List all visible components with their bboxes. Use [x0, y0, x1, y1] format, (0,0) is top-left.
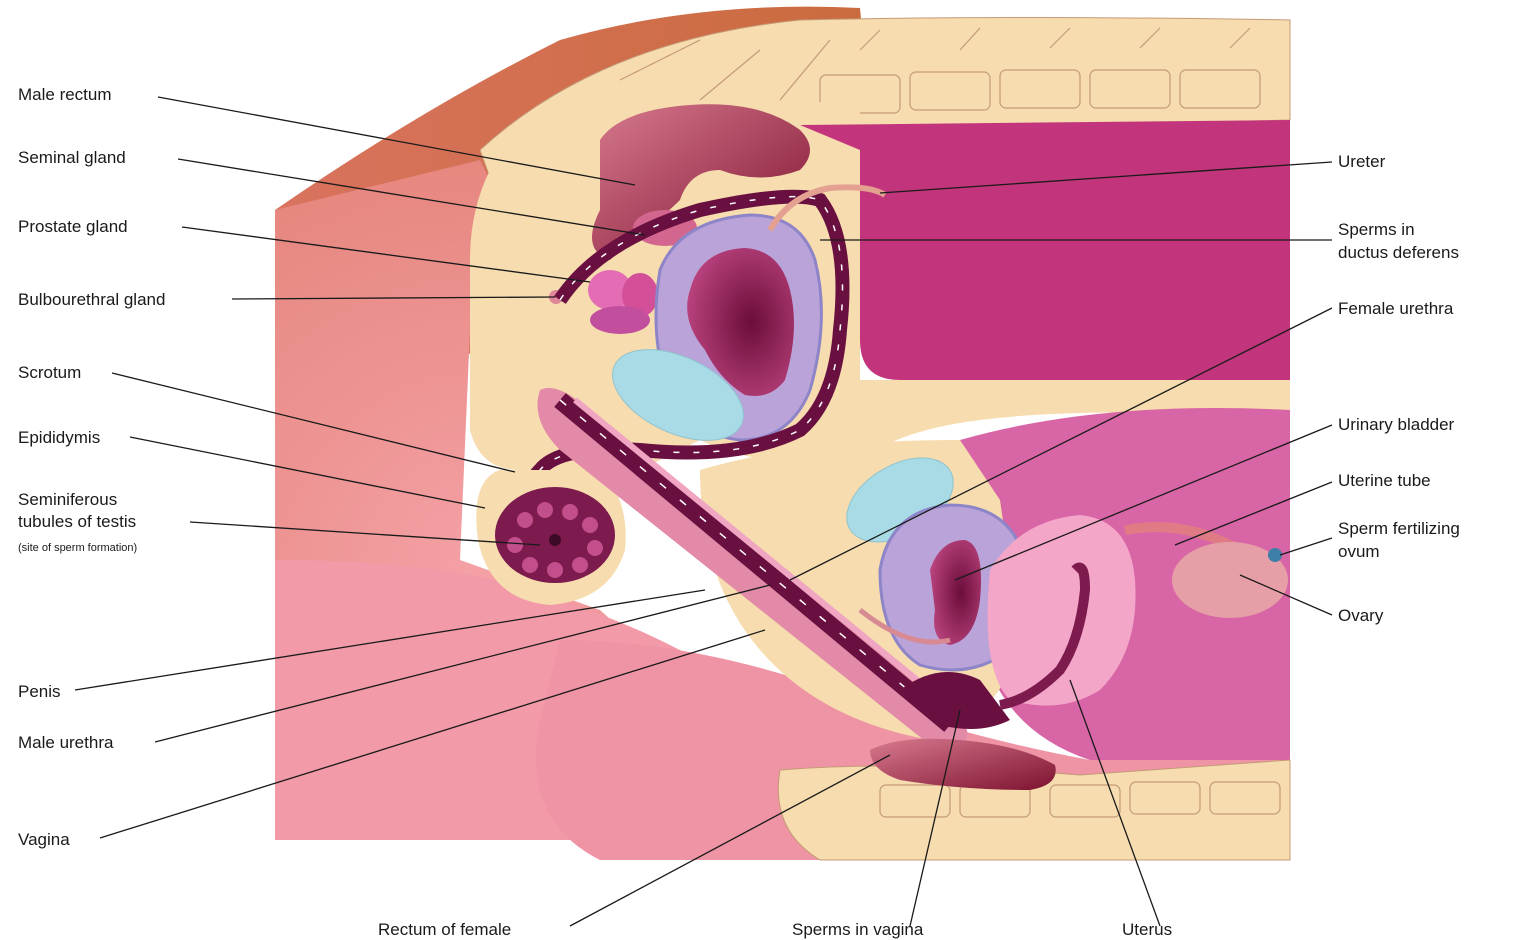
label-uterus: Uterus: [1122, 920, 1172, 939]
label-rectum-of-female: Rectum of female: [378, 920, 511, 939]
label-sperms-ductus-line1: Sperms in: [1338, 220, 1415, 239]
label-female-urethra: Female urethra: [1338, 299, 1454, 318]
label-uterine-tube: Uterine tube: [1338, 471, 1431, 490]
label-scrotum: Scrotum: [18, 363, 81, 382]
label-vagina: Vagina: [18, 830, 70, 849]
label-sperm-fertilizing-line1: Sperm fertilizing: [1338, 519, 1460, 538]
label-seminiferous-note: (site of sperm formation): [18, 542, 137, 554]
label-sperm-fertilizing-line2: ovum: [1338, 542, 1380, 561]
label-seminiferous-line2: tubules of testis: [18, 512, 136, 531]
label-sperms-ductus-line2: ductus deferens: [1338, 243, 1459, 262]
label-sperms-in-vagina: Sperms in vagina: [792, 920, 924, 939]
label-ovary: Ovary: [1338, 606, 1384, 625]
label-urinary-bladder: Urinary bladder: [1338, 415, 1455, 434]
label-male-urethra: Male urethra: [18, 733, 114, 752]
ovary: [1172, 542, 1288, 618]
label-male-rectum: Male rectum: [18, 85, 112, 104]
label-epididymis: Epididymis: [18, 428, 100, 447]
label-bulbourethral-gland: Bulbourethral gland: [18, 290, 165, 309]
label-seminiferous-line1: Seminiferous: [18, 490, 117, 509]
label-ureter: Ureter: [1338, 152, 1386, 171]
label-penis: Penis: [18, 682, 61, 701]
label-seminal-gland: Seminal gland: [18, 148, 126, 167]
label-prostate-gland: Prostate gland: [18, 217, 128, 236]
testis: [495, 487, 615, 583]
male-abdominal-muscle: [800, 120, 1290, 380]
